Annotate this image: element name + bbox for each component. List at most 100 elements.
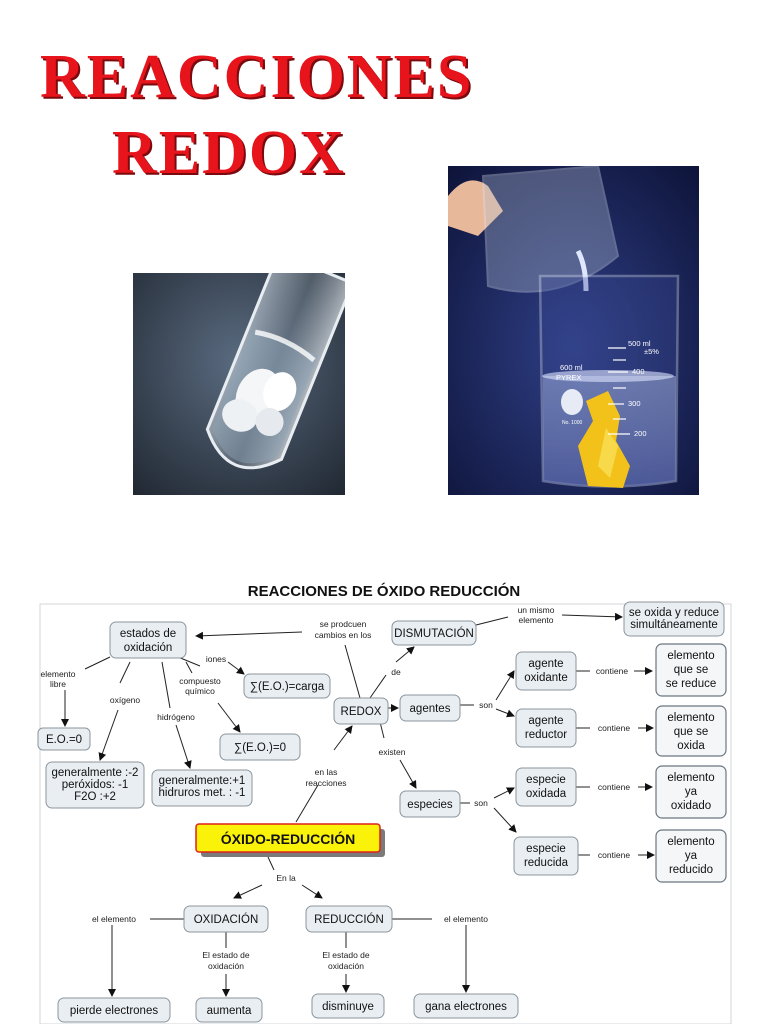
link-el-elemento-2: el elemento [444,914,488,924]
link-contiene-4: contiene [598,850,630,860]
svg-text:E.O.=0: E.O.=0 [46,734,82,746]
concept-map-title: REACCIONES DE ÓXIDO REDUCCIÓN [248,582,521,600]
svg-text:REDUCCIÓN: REDUCCIÓN [314,913,384,926]
svg-text:OXIDACIÓN: OXIDACIÓN [194,913,259,926]
beaker-label-pyrex: PYREX [556,373,581,382]
node-aumenta: aumenta [195,997,263,1023]
link-se-producen-1: se prodcuen [320,619,367,629]
link-en-las-1: en las [315,767,338,777]
svg-text:aumenta: aumenta [207,1005,252,1017]
link-un-mismo-2: elemento [519,615,554,625]
link-compuesto-1: compuesto [179,676,221,686]
node-agentes: agentes [399,694,461,722]
svg-text:ÓXIDO-REDUCCIÓN: ÓXIDO-REDUCCIÓN [221,830,356,847]
link-en-las-2: reacciones [305,778,346,788]
beaker-label-tolerance: ±5% [644,347,659,356]
concept-map-frame [39,603,732,1024]
node-oxidacion: OXIDACIÓN [183,905,269,933]
svg-text:gana electrones: gana electrones [425,1001,507,1013]
beaker-label-200: 200 [634,429,647,438]
link-contiene-1: contiene [596,666,628,676]
node-pierde-electrones: pierde electrones [57,997,171,1023]
link-compuesto-2: químico [185,686,215,696]
node-sum-cero: ∑(E.O.)=0 [219,733,301,761]
link-existen: existen [379,747,406,757]
title-line-2: REDOX [112,119,346,187]
svg-text:REDOX: REDOX [341,706,382,718]
beaker-label-500: 500 ml [628,339,651,348]
link-estado-1a: El estado de [202,950,250,960]
link-de: de [391,667,401,677]
svg-text:agentes: agentes [410,703,451,715]
beaker-label-number: No. 1000 [562,420,583,426]
node-gana-electrones: gana electrones [413,993,519,1019]
beaker-photo: 500 ml ±5% 600 ml PYREX 400 300 200 No. … [448,166,699,495]
beaker-label-300: 300 [628,399,641,408]
node-oxido-reduccion: ÓXIDO-REDUCCIÓN [195,823,385,857]
svg-text:especies: especies [407,799,453,811]
link-el-elemento-1: el elemento [92,914,136,924]
svg-text:pierde electrones: pierde electrones [70,1005,158,1017]
beaker-label-400: 400 [632,367,645,376]
link-contiene-2: contiene [598,723,630,733]
svg-text:∑(E.O.)=carga: ∑(E.O.)=carga [250,681,325,693]
link-oxigeno: oxígeno [110,695,141,705]
node-sum-carga: ∑(E.O.)=carga [243,673,331,699]
link-son-1: son [479,700,493,710]
link-se-producen-2: cambios en los [315,630,372,640]
svg-text:disminuye: disminuye [322,1001,374,1013]
svg-text:∑(E.O.)=0: ∑(E.O.)=0 [234,742,286,754]
test-tube-photo [133,273,345,495]
node-redox: REDOX [333,697,389,725]
link-estado-1b: oxidación [208,961,244,971]
link-estado-2a: El estado de [322,950,370,960]
link-elemento-libre-2: libre [50,679,66,689]
beaker-label-600: 600 ml [560,363,583,372]
title-line-1: REACCIONES [40,43,474,111]
link-en-la: En la [276,873,296,883]
link-contiene-3: contiene [598,782,630,792]
link-son-2: son [474,798,488,808]
svg-text:DISMUTACIÓN: DISMUTACIÓN [394,627,474,640]
concept-map: REACCIONES DE ÓXIDO REDUCCIÓN [37,582,732,1024]
link-un-mismo-1: un mismo [518,605,555,615]
node-eo-cero: E.O.=0 [37,727,91,751]
node-dismutacion: DISMUTACIÓN [391,620,477,646]
node-disminuye: disminuye [311,993,385,1019]
link-iones: iones [206,654,226,664]
link-elemento-libre-1: elemento [41,669,76,679]
node-reduccion: REDUCCIÓN [305,905,393,933]
link-hidrogeno: hidrógeno [157,712,195,722]
